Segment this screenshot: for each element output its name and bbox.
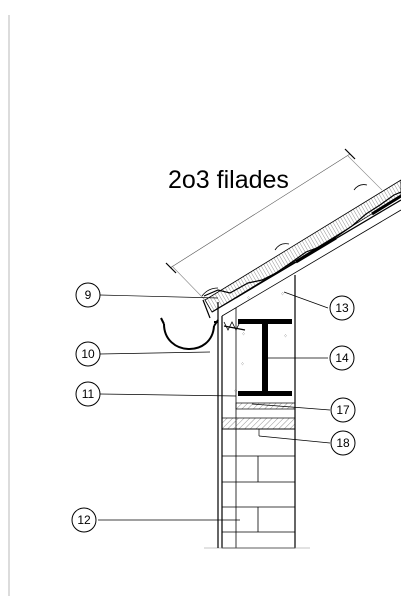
- callout-18-label: 18: [336, 436, 350, 450]
- callout-13-label: 13: [335, 301, 349, 315]
- svg-text:⁘: ⁘: [240, 361, 245, 368]
- callout-10: 10: [75, 341, 101, 367]
- callout-14-label: 14: [335, 351, 349, 365]
- callout-12: 12: [71, 507, 97, 533]
- callout-17-label: 17: [336, 403, 350, 417]
- callout-12-label: 12: [77, 513, 91, 527]
- roof-tiles: [201, 179, 401, 313]
- dimension-line: [165, 148, 383, 301]
- bearing-layers: [221, 402, 296, 430]
- drawing-title: 2o3 filades: [168, 166, 289, 194]
- leader-lines: [98, 291, 331, 521]
- callout-18: 18: [330, 430, 356, 456]
- eave-edge: [202, 299, 211, 319]
- callout-14: 14: [329, 345, 355, 371]
- svg-text:⁘: ⁘: [241, 331, 246, 338]
- gutter: [160, 317, 246, 350]
- svg-text:⁘: ⁘: [233, 388, 238, 395]
- svg-text:⁘: ⁘: [246, 295, 251, 302]
- callout-17: 17: [330, 397, 356, 423]
- masonry-wall: [204, 428, 310, 549]
- callout-9-label: 9: [85, 288, 92, 302]
- svg-text:⁘: ⁘: [280, 291, 285, 298]
- callout-11-label: 11: [82, 387, 95, 401]
- svg-text:⁘: ⁘: [283, 333, 288, 340]
- steel-i-beam: [238, 319, 292, 396]
- callout-10-label: 10: [81, 347, 95, 361]
- callout-13: 13: [329, 295, 355, 321]
- callout-9: 9: [75, 282, 101, 308]
- callout-11: 11: [75, 381, 101, 407]
